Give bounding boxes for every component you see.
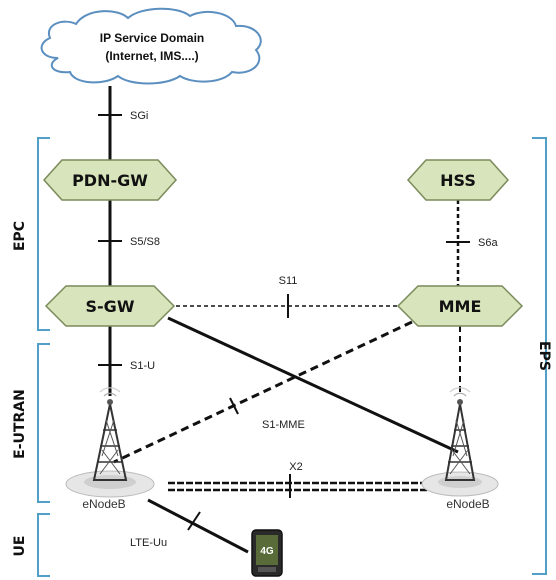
cloud-icon	[40, 7, 262, 85]
s1u-label: S1-U	[130, 360, 155, 372]
eps-bracket	[532, 137, 547, 575]
epc-bracket	[37, 137, 50, 331]
pdn-gw-hexagon	[42, 159, 178, 201]
enodeb-left-label: eNodeB	[82, 497, 125, 511]
s-gw-node: S-GW	[44, 285, 176, 327]
mme-label: MME	[439, 297, 482, 316]
epc-label: EPC	[12, 221, 28, 251]
eps-label: EPS	[536, 341, 552, 371]
s-gw-label: S-GW	[86, 297, 135, 316]
hss-node: HSS	[406, 159, 510, 201]
ue-label: UE	[12, 536, 28, 557]
s11-label: S11	[279, 275, 298, 287]
hss-hexagon	[406, 159, 510, 201]
s6a-label: S6a	[478, 237, 498, 249]
mme-node: MME	[396, 285, 524, 327]
lteuu-link	[147, 498, 249, 554]
s1mme-label: S1-MME	[262, 419, 305, 431]
pdn-gw-node: PDN-GW	[42, 159, 178, 201]
sgi-label: SGi	[130, 110, 148, 122]
connections	[98, 86, 470, 554]
mme-hexagon	[396, 285, 524, 327]
lteuu-tick	[187, 511, 201, 531]
ip-service-domain-cloud: IP Service Domain (Internet, IMS....)	[40, 7, 262, 85]
enodeb-left: eNodeB	[65, 387, 155, 511]
enodeb-right: eNodeB	[421, 387, 499, 511]
phone-keypad	[258, 567, 276, 572]
cloud-subtitle: (Internet, IMS....)	[105, 49, 198, 63]
ue-bracket	[37, 513, 50, 577]
sgw-enodeb-link	[167, 316, 459, 454]
s-gw-hexagon	[44, 285, 176, 327]
hss-label: HSS	[440, 171, 476, 190]
region-brackets	[37, 137, 547, 577]
antenna-tower-icon	[421, 387, 499, 497]
eutran-bracket	[37, 343, 50, 503]
phone-screen	[256, 535, 278, 565]
s1mme-tick	[229, 397, 239, 415]
ue-device: 4G	[251, 529, 283, 577]
eutran-label: E-UTRAN	[12, 389, 28, 459]
pdn-gw-label: PDN-GW	[72, 171, 148, 190]
antenna-tower-icon	[65, 387, 155, 498]
s1mme-link	[113, 320, 413, 464]
cloud-title: IP Service Domain	[100, 31, 205, 45]
enodeb-right-label: eNodeB	[446, 497, 489, 511]
lteuu-label: LTE-Uu	[130, 537, 167, 549]
s5s8-label: S5/S8	[130, 236, 160, 248]
4g-badge: 4G	[260, 546, 274, 557]
x2-label: X2	[289, 461, 302, 473]
